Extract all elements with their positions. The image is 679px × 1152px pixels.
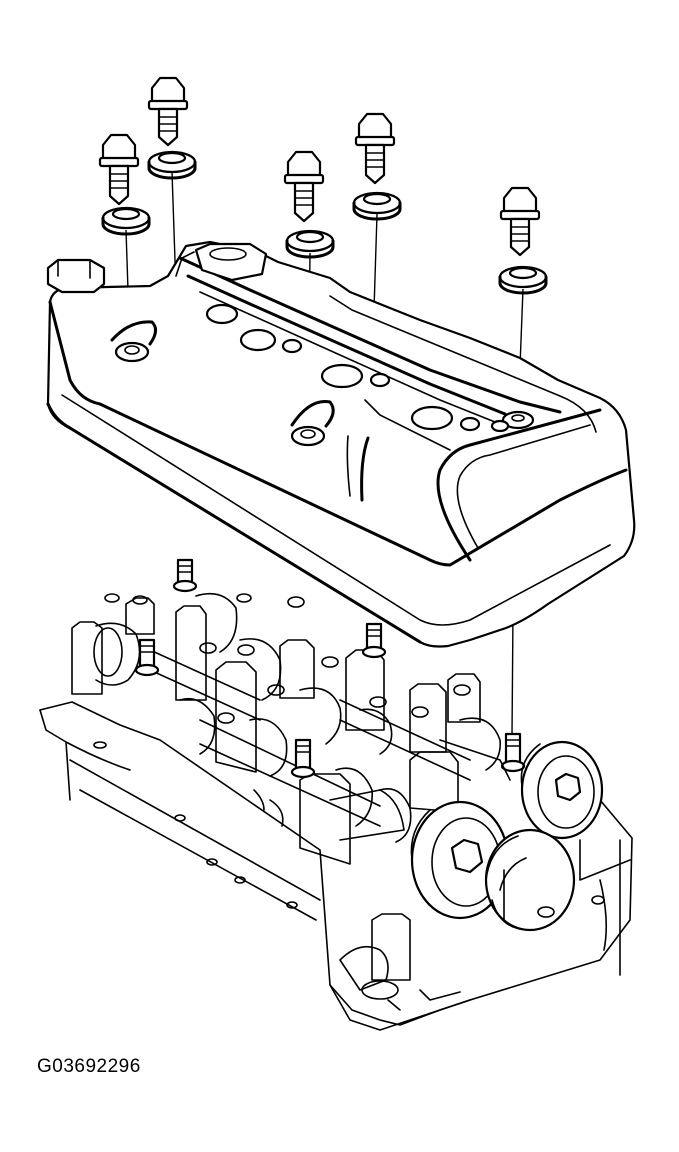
valve-lifters <box>104 593 471 724</box>
cover-bolt-3 <box>283 150 325 223</box>
cover-bolt-4 <box>354 112 396 185</box>
stud-2 <box>134 638 160 677</box>
cover-washer-5 <box>498 265 548 295</box>
cover-washer-1 <box>101 206 151 236</box>
cover-bolt-1 <box>98 133 140 206</box>
camshaft-exhaust <box>179 697 412 843</box>
cover-bolt-boss-2 <box>290 399 335 447</box>
figure-code-label: G03692296 <box>37 1056 141 1077</box>
cover-bolt-boss-3 <box>501 410 535 430</box>
cover-washer-4 <box>352 191 402 221</box>
cover-bolt-2 <box>147 76 189 147</box>
cylinder-head <box>39 558 633 1031</box>
valve-cover <box>46 240 636 648</box>
spark-plug-holes <box>205 303 510 433</box>
bolt-group <box>98 76 548 295</box>
cover-bolt-5 <box>499 186 541 257</box>
cam-sprocket-lower <box>410 800 576 932</box>
cam-sprocket-upper <box>520 740 604 840</box>
cover-washer-3 <box>285 229 335 259</box>
head-studs <box>134 558 526 779</box>
stud-3 <box>361 622 387 659</box>
stud-5 <box>500 732 526 773</box>
stud-1 <box>172 558 198 593</box>
stud-4 <box>290 738 316 779</box>
camshaft-intake <box>93 592 502 781</box>
cover-bolt-boss-1 <box>110 320 157 363</box>
cam-bearing-caps <box>71 597 481 981</box>
